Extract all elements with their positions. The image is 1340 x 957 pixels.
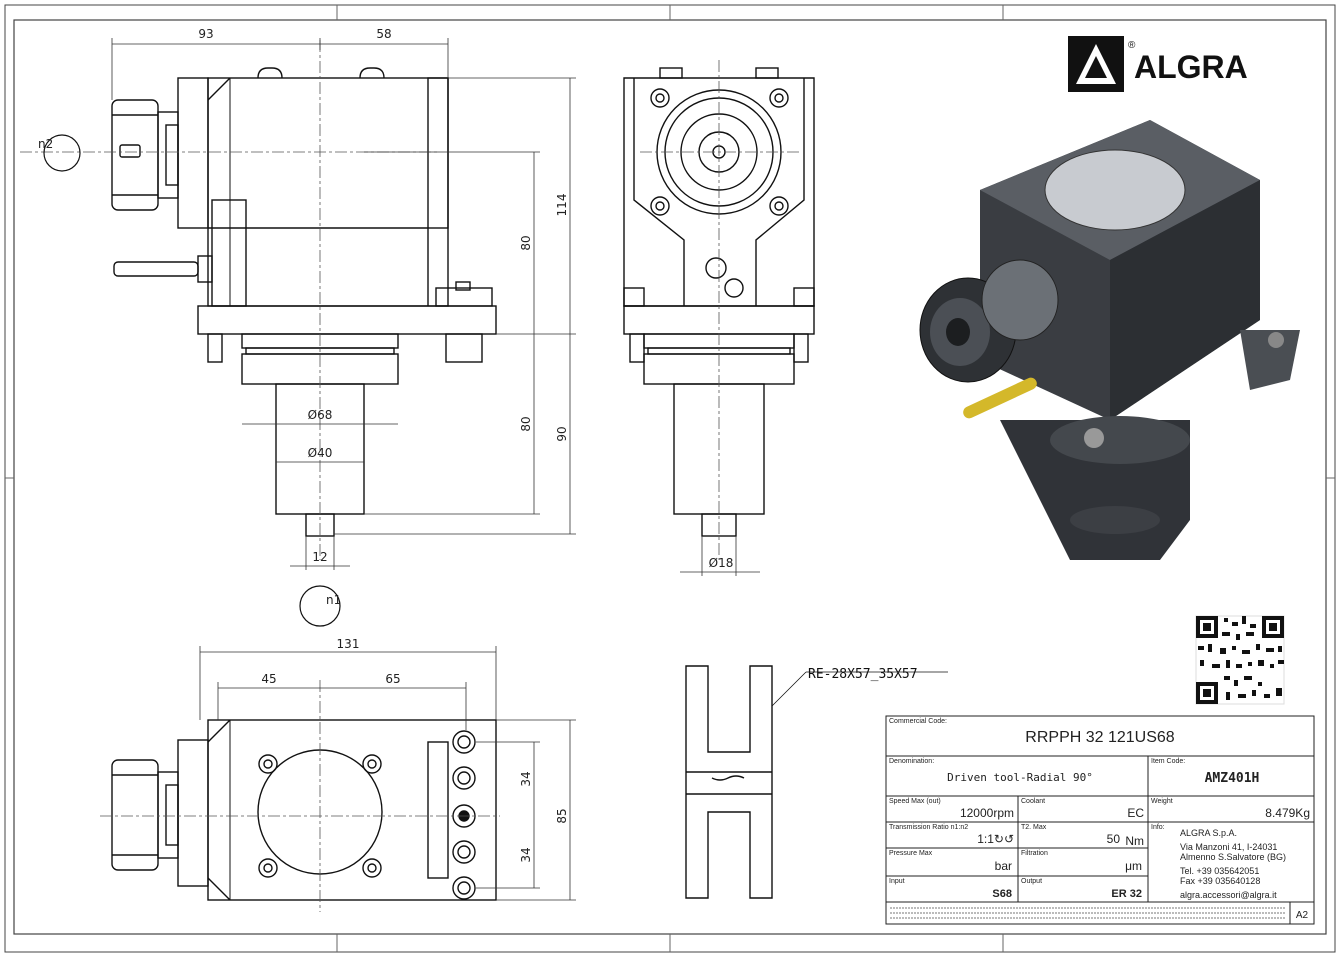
email[interactable]: algra.accessori@algra.it — [1180, 890, 1277, 900]
dim-dia40: Ø40 — [308, 446, 333, 460]
rotation-n2: n2 — [38, 137, 53, 151]
label-coolant: Coolant — [1021, 798, 1045, 805]
item-code: AMZ401H — [1205, 771, 1260, 786]
coolant-value: EC — [1127, 806, 1144, 820]
output-value: ER 32 — [1111, 888, 1142, 900]
section-label: RE-28X57_35X57 — [808, 667, 918, 682]
dim-80a: 80 — [519, 235, 533, 250]
weight-value: 8.479Kg — [1265, 806, 1310, 820]
ratio-value: 1:1↻↺ — [977, 832, 1014, 846]
fax: Fax +39 035640128 — [1180, 876, 1260, 886]
dim-dia68: Ø68 — [308, 408, 333, 422]
label-input: Input — [889, 878, 905, 885]
sheet-size: A2 — [1296, 910, 1309, 921]
section-profile — [685, 665, 948, 899]
dim-34b: 34 — [519, 847, 533, 862]
address-line-1: Via Manzoni 41, I-24031 — [1180, 842, 1277, 852]
speed-value: 12000rpm — [960, 806, 1014, 820]
label-ratio: Transmission Ratio n1:n2 — [889, 824, 968, 831]
dim-80b: 80 — [519, 416, 533, 431]
dim-85: 85 — [555, 808, 569, 823]
label-weight: Weight — [1151, 798, 1173, 805]
iso-render — [919, 120, 1300, 560]
logo-registered: ® — [1128, 40, 1136, 51]
pressure-unit: bar — [995, 859, 1012, 873]
label-speed: Speed Max (out) — [889, 798, 941, 805]
label-item-code: Item Code: — [1151, 758, 1185, 765]
label-commercial-code: Commercial Code: — [889, 718, 947, 725]
dim-90: 90 — [555, 426, 569, 441]
label-torque: T2. Max — [1021, 824, 1047, 831]
dim-114: 114 — [555, 194, 569, 217]
address-line-2: Almenno S.Salvatore (BG) — [1180, 852, 1286, 862]
denomination: Driven tool-Radial 90° — [947, 771, 1093, 784]
label-pressure: Pressure Max — [889, 850, 933, 857]
label-denomination: Denomination: — [889, 758, 934, 765]
dim-12: 12 — [312, 550, 327, 564]
rotation-n1: n1 — [326, 593, 341, 607]
dim-dia18: Ø18 — [709, 556, 734, 570]
label-filtration: Filtration — [1021, 850, 1048, 857]
filtration-unit: μm — [1125, 859, 1142, 873]
label-info: Info: — [1151, 824, 1165, 831]
dim-58: 58 — [376, 27, 391, 41]
dim-34a: 34 — [519, 771, 533, 786]
dim-65: 65 — [385, 672, 400, 686]
torque-value: 50 — [1107, 832, 1121, 846]
front-view — [20, 38, 576, 627]
border-ticks — [5, 5, 1335, 952]
logo-wordmark: ALGRA — [1134, 49, 1248, 85]
fine-print — [890, 907, 1286, 919]
qr-code — [1195, 615, 1285, 705]
commercial-code: RRPPH 32 121US68 — [1025, 729, 1175, 746]
algra-logo: ALGRA ® — [1068, 36, 1248, 92]
dim-93: 93 — [198, 27, 213, 41]
torque-unit: Nm — [1125, 834, 1144, 848]
input-value: S68 — [992, 888, 1012, 900]
label-output: Output — [1021, 878, 1042, 885]
bottom-view — [100, 646, 576, 912]
title-block — [885, 715, 1315, 925]
telephone: Tel. +39 035642051 — [1180, 866, 1259, 876]
dim-45: 45 — [261, 672, 276, 686]
dim-131: 131 — [337, 637, 360, 651]
side-view — [623, 60, 815, 576]
company-name: ALGRA S.p.A. — [1180, 828, 1237, 838]
